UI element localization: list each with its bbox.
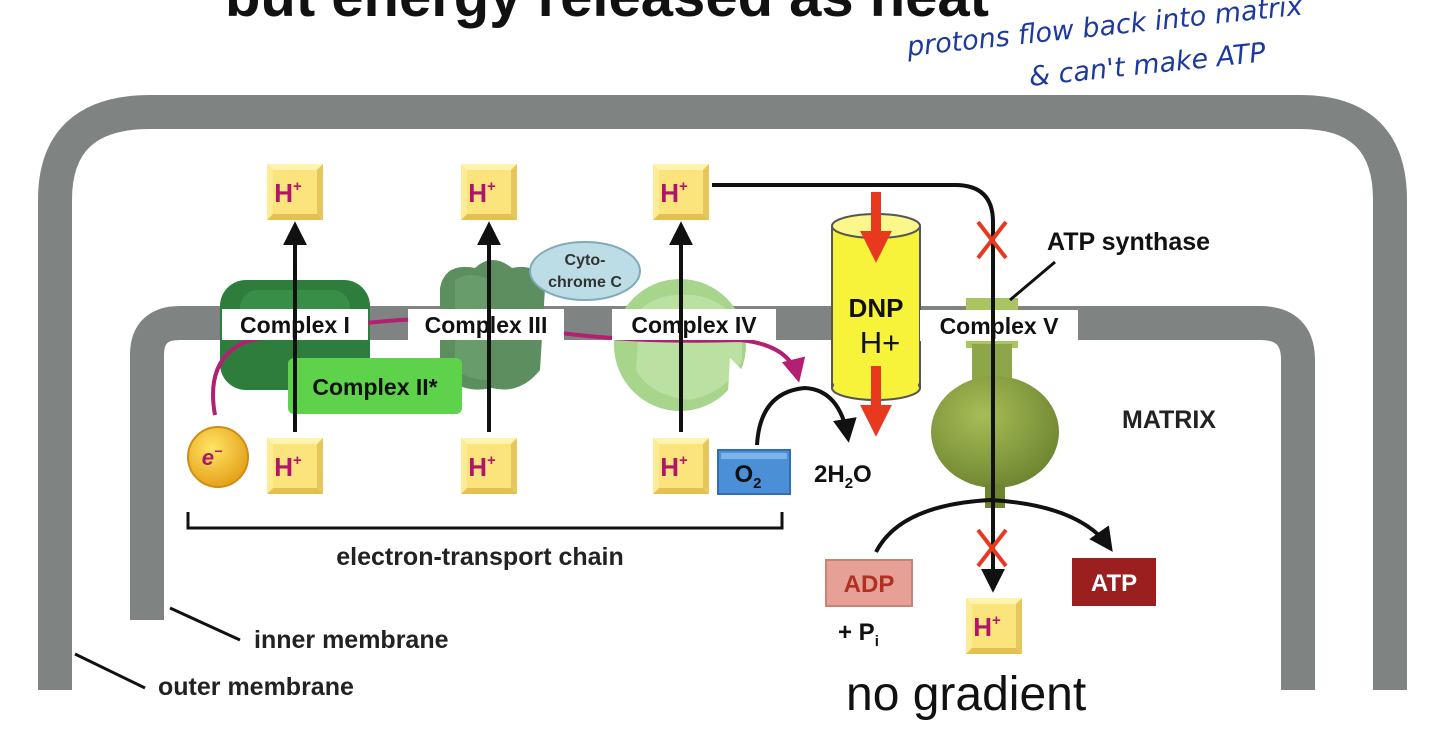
atp-synthase-label: ATP synthase bbox=[1047, 228, 1210, 256]
proton-top-2: H+ bbox=[461, 164, 517, 220]
oxygen-to-water-arrow bbox=[755, 385, 857, 446]
cytochrome-c: Cyto- chrome C bbox=[529, 241, 641, 301]
pi-label: + Pi bbox=[838, 619, 879, 650]
adp-box: ADP bbox=[825, 559, 913, 607]
svg-text:O2: O2 bbox=[734, 461, 761, 492]
complex-ii: Complex II* bbox=[288, 358, 462, 414]
adp-label: ADP bbox=[844, 571, 895, 598]
proton-bottom-2: H+ bbox=[461, 438, 517, 494]
inner-membrane bbox=[130, 306, 1315, 690]
complex-iv-label: Complex IV bbox=[631, 312, 757, 338]
proton-bottom-3: H+ bbox=[653, 438, 709, 494]
complex-ii-label: Complex II* bbox=[312, 374, 437, 400]
matrix-label: MATRIX bbox=[1122, 406, 1216, 434]
atp-label: ATP bbox=[1091, 570, 1137, 597]
proton-top-1: H+ bbox=[267, 164, 323, 220]
cytochrome-label-2: chrome C bbox=[548, 274, 622, 291]
svg-text:H+: H+ bbox=[274, 452, 302, 482]
oxygen-box: O2 bbox=[717, 449, 791, 495]
blocked-x-top bbox=[976, 220, 1008, 260]
adp-to-atp-arrow bbox=[874, 497, 1113, 553]
no-gradient-label: no gradient bbox=[846, 668, 1086, 721]
electron: e− bbox=[187, 426, 249, 488]
complex-v-label-box: Complex V bbox=[920, 310, 1078, 341]
complex-v-label: Complex V bbox=[940, 313, 1060, 339]
proton-path-to-synthase bbox=[712, 183, 1005, 593]
dnp-label: DNP bbox=[849, 293, 904, 323]
inner-membrane-pointer bbox=[169, 606, 241, 642]
svg-text:H+: H+ bbox=[274, 178, 302, 208]
proton-matrix: H+ bbox=[966, 598, 1022, 654]
cytochrome-label-1: Cyto- bbox=[565, 252, 606, 269]
blocked-x-bottom bbox=[976, 528, 1008, 568]
svg-text:H+: H+ bbox=[660, 452, 688, 482]
proton-bottom-1: H+ bbox=[267, 438, 323, 494]
svg-text:H+: H+ bbox=[973, 612, 1001, 642]
title-fragment: but energy released as heat bbox=[225, 0, 989, 29]
dnp-ion-label: H+ bbox=[860, 325, 901, 360]
complex-iii-label-box: Complex III bbox=[408, 309, 564, 340]
outer-membrane bbox=[38, 95, 1407, 690]
etc-bracket bbox=[186, 512, 784, 530]
etc-label: electron-transport chain bbox=[336, 543, 624, 571]
atp-synthase-pointer bbox=[1009, 260, 1056, 302]
complex-iii-label: Complex III bbox=[425, 312, 548, 338]
outer-membrane-label: outer membrane bbox=[158, 673, 354, 701]
inner-membrane-label: inner membrane bbox=[254, 626, 449, 654]
atp-box: ATP bbox=[1072, 558, 1156, 606]
svg-text:H+: H+ bbox=[468, 452, 496, 482]
svg-text:e−: e− bbox=[202, 443, 222, 470]
outer-membrane-pointer bbox=[74, 652, 146, 690]
complex-iv-label-box: Complex IV bbox=[612, 309, 776, 340]
water-label: 2H2O bbox=[814, 461, 872, 492]
svg-text:H+: H+ bbox=[468, 178, 496, 208]
proton-top-3: H+ bbox=[653, 164, 709, 220]
svg-text:H+: H+ bbox=[660, 178, 688, 208]
